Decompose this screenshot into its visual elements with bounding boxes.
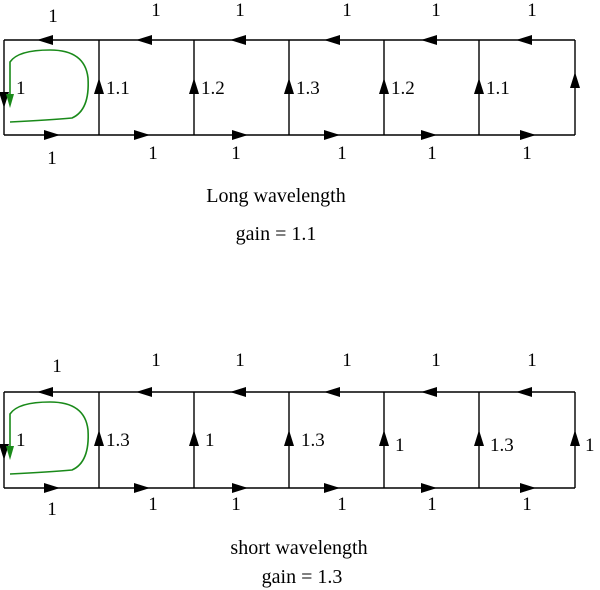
vertical-label: 1.1 [486,78,510,99]
bottom-arrow [232,483,248,493]
vertical-arrow-up [189,430,199,446]
vertical-label: 1.3 [490,435,514,456]
loop-arrow [6,94,14,108]
top-arrow [37,35,53,45]
bottom-label: 1 [231,494,241,515]
vertical-arrow-up [379,430,389,446]
top-label: 1 [527,350,537,371]
vertical-label: 1.2 [391,78,415,99]
vertical-label: 1 [585,435,595,456]
vertical-label: 1.2 [201,78,225,99]
vertical-arrow-up [570,430,580,446]
vertical-arrow-up [474,78,484,94]
top-arrow [230,35,246,45]
vertical-arrow-up [379,78,389,94]
vertical-arrow-up [474,430,484,446]
top-label: 1 [527,0,537,21]
loop-arrow [6,446,14,460]
caption-gain: gain = 1.1 [236,223,317,245]
top-arrow [324,387,340,397]
bottom-label: 1 [337,143,347,164]
caption-title: short wavelength [230,537,367,559]
bottom-arrow [324,483,340,493]
bottom-label: 1 [148,143,158,164]
bottom-label: 1 [231,143,241,164]
bottom-arrow [44,483,60,493]
top-arrow [324,35,340,45]
bottom-arrow [421,483,437,493]
top-arrow [37,387,53,397]
diagram-long-wavelength: 1 1 1 1 1 1 1 1 1 1 1 1 1 1.1 1.2 1.3 1.… [0,0,580,245]
vertical-arrow-up [189,78,199,94]
vertical-label: 1 [205,430,215,451]
vertical-arrow-up [94,78,104,94]
bottom-arrow [520,130,536,140]
top-arrow [516,387,532,397]
bottom-arrow [134,130,150,140]
top-label: 1 [151,0,161,21]
vertical-label: 1.1 [106,78,130,99]
top-arrow [136,387,152,397]
caption-title: Long wavelength [206,185,345,207]
bottom-arrow [324,130,340,140]
bottom-label: 1 [47,499,57,520]
bottom-label: 1 [427,494,437,515]
diagram-short-wavelength: 1 1 1 1 1 1 1 1 1 1 1 1 1 1.3 1 1.3 1 1.… [0,350,595,588]
bottom-label: 1 [47,148,57,169]
vertical-label: 1 [16,430,26,451]
bottom-label: 1 [522,494,532,515]
vertical-label: 1.3 [296,78,320,99]
top-arrow [516,35,532,45]
vertical-arrow-up [284,78,294,94]
bottom-label: 1 [427,143,437,164]
vertical-arrow-up [570,72,580,88]
bottom-arrow [134,483,150,493]
vertical-arrow-up [94,430,104,446]
top-label: 1 [342,350,352,371]
top-label: 1 [431,0,441,21]
caption-gain: gain = 1.3 [262,566,343,588]
circulation-loop [9,49,89,123]
vertical-label: 1 [16,78,26,99]
bottom-arrow [421,130,437,140]
bottom-label: 1 [148,494,158,515]
vertical-label: 1 [395,435,405,456]
top-label: 1 [235,350,245,371]
top-arrow [421,387,437,397]
top-label: 1 [431,350,441,371]
top-label: 1 [52,356,62,377]
top-arrow [421,35,437,45]
top-label: 1 [48,6,58,27]
top-label: 1 [342,0,352,21]
bottom-arrow [520,483,536,493]
bottom-label: 1 [522,143,532,164]
top-arrow [230,387,246,397]
bottom-arrow [44,130,60,140]
bottom-arrow [232,130,248,140]
vertical-arrow-up [284,430,294,446]
top-label: 1 [151,350,161,371]
vertical-label: 1.3 [106,430,130,451]
bottom-label: 1 [337,494,347,515]
top-arrow [136,35,152,45]
vertical-label: 1.3 [301,430,325,451]
circulation-loop [9,401,89,475]
top-label: 1 [235,0,245,21]
